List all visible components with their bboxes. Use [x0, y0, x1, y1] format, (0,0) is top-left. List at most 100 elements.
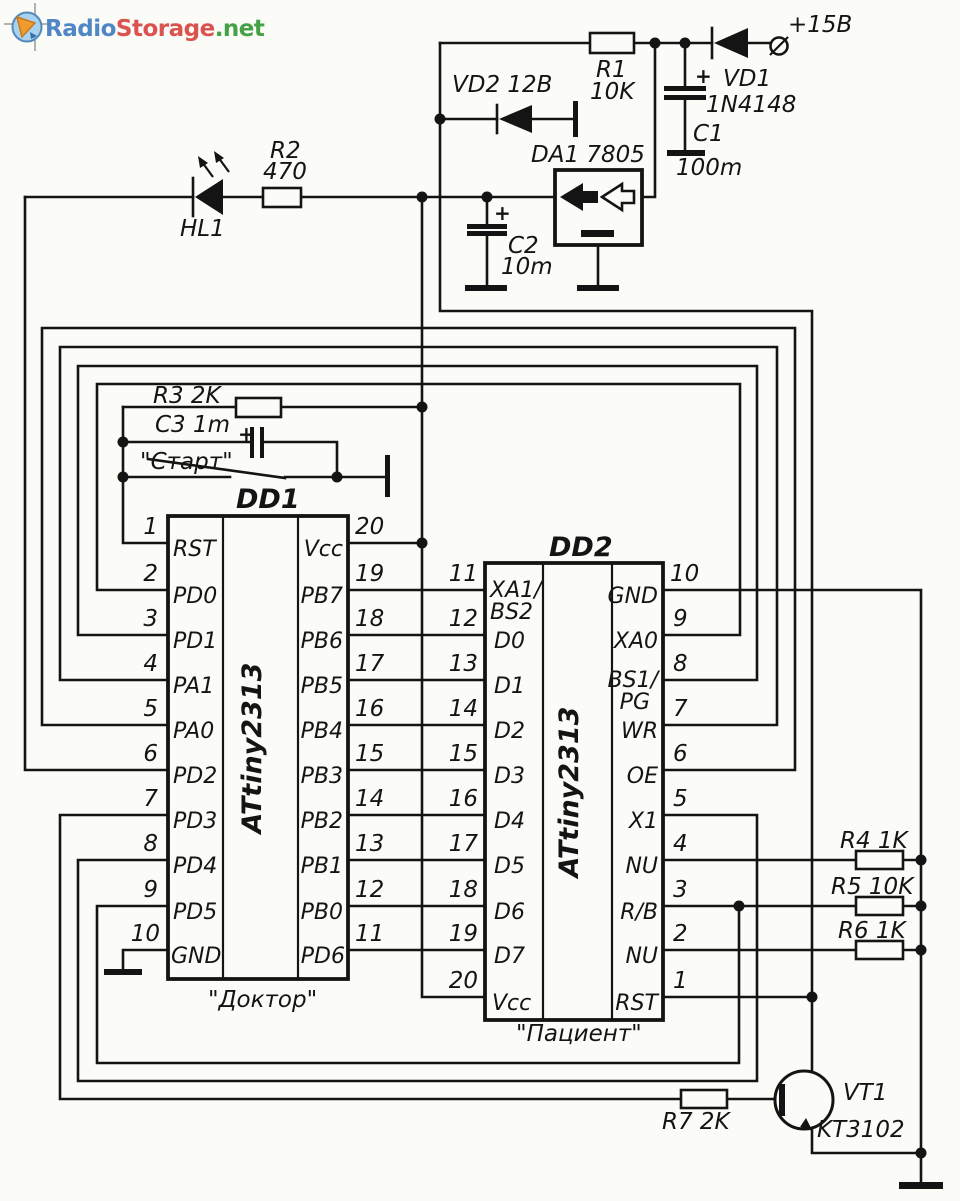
svg-text:PD1: PD1: [173, 629, 217, 654]
svg-text:GND: GND: [608, 584, 658, 609]
dd1-right-pin-numbers: 20 19 18 17 16 15 14 13 12 11: [355, 514, 385, 947]
svg-text:RST: RST: [615, 991, 659, 1016]
diode-vd1: [710, 26, 748, 60]
svg-text:D2: D2: [494, 719, 525, 744]
svg-text:10: 10: [131, 921, 160, 947]
svg-text:16: 16: [449, 786, 478, 812]
terminal-15v: [769, 36, 789, 56]
power-section: [467, 26, 789, 247]
svg-text:Vcc: Vcc: [304, 537, 343, 562]
label-dd2-part: ATtiny2313: [554, 707, 585, 880]
dd2-left-pin-numbers: 11 12 13 14 15 16 17 18 19 20: [449, 561, 479, 994]
svg-text:PB2: PB2: [301, 809, 343, 834]
dd2-right-pin-numbers: 10 9 8 7 6 5 4 3 2 1: [670, 561, 699, 994]
svg-text:11: 11: [449, 561, 478, 587]
ground-c1: [667, 150, 705, 156]
svg-text:PA1: PA1: [173, 674, 214, 699]
svg-text:3: 3: [143, 606, 158, 632]
svg-text:BS2: BS2: [490, 600, 533, 625]
transistor-vt1: [773, 1069, 835, 1131]
svg-text:D0: D0: [494, 629, 525, 654]
label-r2: R2: [270, 138, 301, 164]
svg-text:9: 9: [143, 877, 158, 903]
label-da1: DA1 7805: [531, 142, 645, 168]
svg-text:19: 19: [355, 561, 384, 587]
svg-text:14: 14: [449, 696, 478, 722]
label-dd2-caption: "Пациент": [516, 1021, 642, 1047]
wires: [23, 41, 923, 1184]
label-r4: R4 1K: [840, 828, 910, 854]
svg-text:2: 2: [673, 921, 688, 947]
chip-dd1: [166, 514, 350, 981]
capacitor-c2: [467, 224, 507, 236]
label-hl1: HL1: [180, 216, 225, 242]
dd1-left-pin-numbers: 1 2 3 4 5 6 7 8 9 10: [131, 514, 160, 947]
dd1-left-pin-labels: RST PD0 PD1 PA1 PA0 PD2 PD3 PD4 PD5 GND: [171, 537, 221, 969]
label-15v: +15В: [788, 12, 852, 38]
label-c1-plus: +: [695, 64, 712, 88]
svg-text:1: 1: [673, 968, 688, 994]
svg-text:3: 3: [673, 877, 688, 903]
svg-text:PB1: PB1: [301, 854, 343, 879]
logo-text: RadioStorage.net: [45, 16, 265, 42]
label-r2-value: 470: [263, 159, 307, 185]
svg-text:7: 7: [143, 786, 158, 812]
svg-text:R/B: R/B: [620, 900, 658, 925]
label-r1: R1: [596, 57, 627, 83]
label-c2: C2: [508, 233, 539, 259]
svg-text:2: 2: [143, 561, 158, 587]
svg-text:PB5: PB5: [301, 674, 343, 699]
contact-bar-vd2: [573, 101, 578, 137]
label-r1-value: 10K: [590, 79, 636, 105]
ground-da1: [577, 285, 619, 291]
svg-text:18: 18: [449, 877, 478, 903]
label-r6: R6 1K: [838, 918, 908, 944]
label-vt1-part: KT3102: [817, 1117, 905, 1143]
reset-section: [234, 396, 283, 458]
dd2-left-pin-labels: XA1/ BS2 D0 D1 D2 D3 D4 D5 D6 D7 Vcc: [489, 578, 544, 1016]
ground-symbols: [104, 101, 943, 1189]
svg-text:PD6: PD6: [301, 944, 345, 969]
svg-text:13: 13: [449, 651, 478, 677]
label-vd1: VD1: [723, 66, 771, 92]
label-dd1: DD1: [236, 484, 300, 515]
logo-transistor-icon: [15, 15, 37, 39]
svg-text:6: 6: [143, 741, 158, 767]
svg-text:NU: NU: [625, 944, 658, 969]
svg-text:WR: WR: [621, 719, 658, 744]
label-c3-plus: +: [238, 422, 255, 446]
svg-text:RST: RST: [173, 537, 217, 562]
resistor-r4: [854, 849, 905, 871]
label-vd1-value: 1N4148: [706, 92, 796, 118]
label-c2-value: 10m: [501, 254, 553, 280]
svg-text:D3: D3: [494, 764, 525, 789]
svg-text:D1: D1: [494, 674, 525, 699]
svg-text:D5: D5: [494, 854, 525, 879]
svg-text:5: 5: [143, 696, 158, 722]
label-c1-value: 100m: [676, 155, 742, 181]
svg-text:17: 17: [449, 831, 479, 857]
resistor-r7: [679, 1088, 729, 1110]
svg-text:4: 4: [143, 651, 158, 677]
svg-text:8: 8: [673, 651, 688, 677]
svg-text:PG: PG: [620, 690, 650, 715]
svg-text:PB3: PB3: [301, 764, 343, 789]
logo-arrow-icon: [30, 32, 37, 39]
svg-text:16: 16: [355, 696, 384, 722]
label-c2-plus: +: [494, 201, 511, 225]
svg-text:10: 10: [670, 561, 699, 587]
svg-text:GND: GND: [171, 944, 221, 969]
svg-text:D6: D6: [494, 900, 525, 925]
svg-text:D7: D7: [494, 944, 525, 969]
svg-text:X1: X1: [628, 809, 658, 834]
ground-c2: [465, 285, 507, 291]
label-dd1-caption: "Доктор": [208, 987, 317, 1013]
svg-text:PB7: PB7: [301, 584, 343, 609]
radiostorage-logo[interactable]: RadioStorage.net: [4, 3, 265, 51]
svg-text:Vcc: Vcc: [492, 991, 531, 1016]
svg-text:15: 15: [355, 741, 384, 767]
svg-text:PD2: PD2: [173, 764, 217, 789]
dd2-right-pin-labels: GND XA0 BS1/ PG WR OE X1 NU R/B NU RST: [608, 584, 661, 1016]
